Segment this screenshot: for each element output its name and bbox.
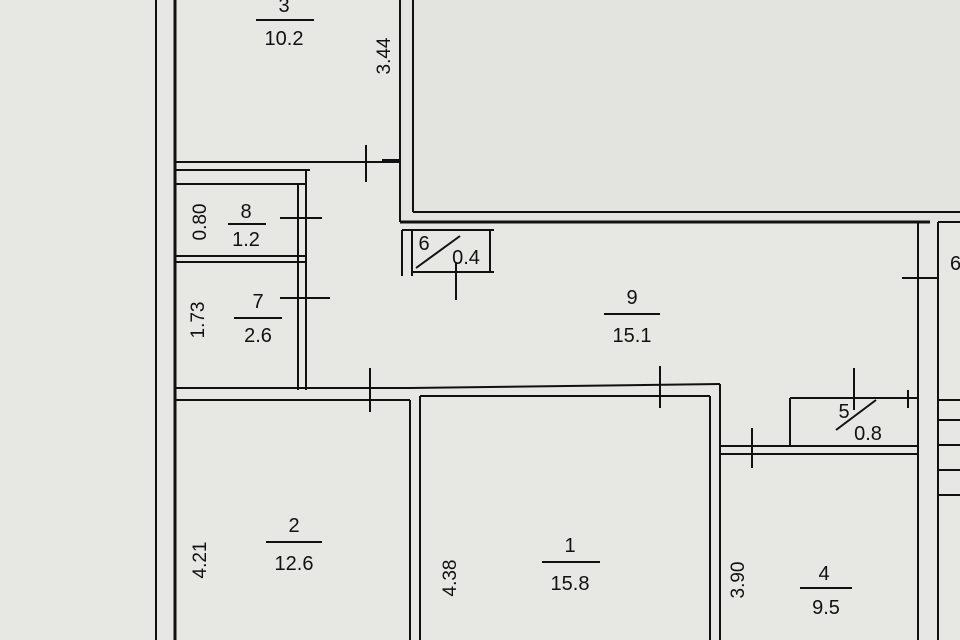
room-6-area: 0.4 (452, 247, 480, 269)
room5-walls (720, 368, 918, 468)
room-3-label: 3 10.2 (256, 0, 314, 50)
upper-right-block (399, 0, 960, 224)
room-1-area: 15.8 (551, 573, 590, 595)
dim-3-90: 3.90 (728, 562, 749, 599)
room-8-area: 1.2 (232, 229, 260, 251)
room-7-label: 7 2.6 (234, 291, 282, 347)
room-4-label: 4 9.5 (800, 563, 852, 619)
room-2-label: 2 12.6 (266, 515, 322, 575)
room-3-area: 10.2 (265, 28, 304, 50)
room-9-number: 9 (626, 287, 637, 309)
room-1-number: 1 (564, 535, 575, 557)
niche-6-walls (401, 229, 494, 300)
outer-left-wall (155, 0, 177, 640)
room-7-area: 2.6 (244, 325, 272, 347)
room-4-number: 4 (818, 563, 829, 585)
room-2-number: 2 (288, 515, 299, 537)
room-9-area: 15.1 (613, 325, 652, 347)
dim-3-44: 3.44 (374, 37, 395, 74)
dim-0-80: 0.80 (190, 204, 211, 241)
closet-walls (175, 170, 330, 390)
dim-4-21: 4.21 (190, 542, 211, 579)
room-7-number: 7 (252, 291, 263, 313)
edge-room-number: 6 (950, 253, 960, 275)
hall-south-wall (175, 366, 721, 640)
room3-bottom-wall (175, 145, 400, 182)
right-wall (902, 221, 960, 640)
room-6-label: 6 0.4 (418, 233, 479, 269)
room-5-number: 5 (838, 401, 849, 423)
dim-4-38: 4.38 (440, 560, 461, 597)
room-5-area: 0.8 (854, 423, 882, 445)
room-6-number: 6 (418, 233, 429, 255)
room-1-label: 1 15.8 (542, 535, 600, 595)
dim-1-73: 1.73 (188, 302, 209, 339)
room-9-label: 9 15.1 (604, 287, 660, 347)
room-4-area: 9.5 (812, 597, 840, 619)
room-3-number: 3 (278, 0, 289, 17)
room-8-label: 8 1.2 (228, 201, 266, 251)
room-5-label: 5 0.8 (838, 401, 881, 445)
room-8-number: 8 (240, 201, 251, 223)
room-2-area: 12.6 (275, 553, 314, 575)
